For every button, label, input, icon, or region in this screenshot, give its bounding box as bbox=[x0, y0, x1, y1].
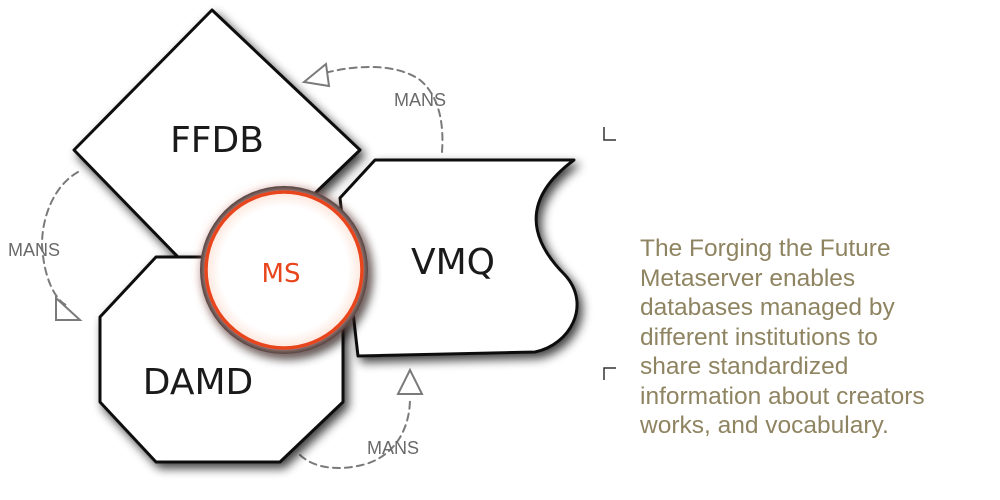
ms-circle bbox=[204, 190, 364, 350]
edge-vmq-to-ffdb bbox=[301, 62, 444, 153]
edge-damd-to-vmq bbox=[299, 367, 424, 469]
caption-line: information about creators bbox=[640, 382, 925, 410]
caption-line: The Forging the Future bbox=[640, 235, 891, 262]
edge-label-vmq-ffdb: MANS bbox=[394, 90, 446, 110]
description-caption: The Forging the Future Metaserver enable… bbox=[640, 234, 995, 441]
edge-ffdb-to-damd bbox=[40, 171, 83, 321]
edge-label-damd-vmq: MANS bbox=[367, 438, 419, 458]
edge-label-ffdb-damd: MANS bbox=[8, 240, 60, 260]
caption-line: share standardized bbox=[640, 353, 849, 380]
caption-line: works, and vocabulary. bbox=[640, 412, 889, 439]
vmq-label: VMQ bbox=[411, 242, 495, 283]
vmq-flag bbox=[338, 158, 579, 358]
arrowhead-icon bbox=[55, 295, 83, 321]
caption-line: databases managed by bbox=[640, 294, 895, 321]
damd-label: DAMD bbox=[143, 362, 254, 403]
ms-label: MS bbox=[262, 259, 301, 289]
arrowhead-icon bbox=[396, 367, 424, 395]
corner-marks bbox=[603, 127, 616, 380]
ffdb-label: FFDB bbox=[170, 120, 264, 161]
arrowhead-icon bbox=[301, 62, 331, 88]
caption-line: different institutions to bbox=[640, 323, 878, 351]
caption-line: Metaserver enables bbox=[640, 264, 856, 292]
